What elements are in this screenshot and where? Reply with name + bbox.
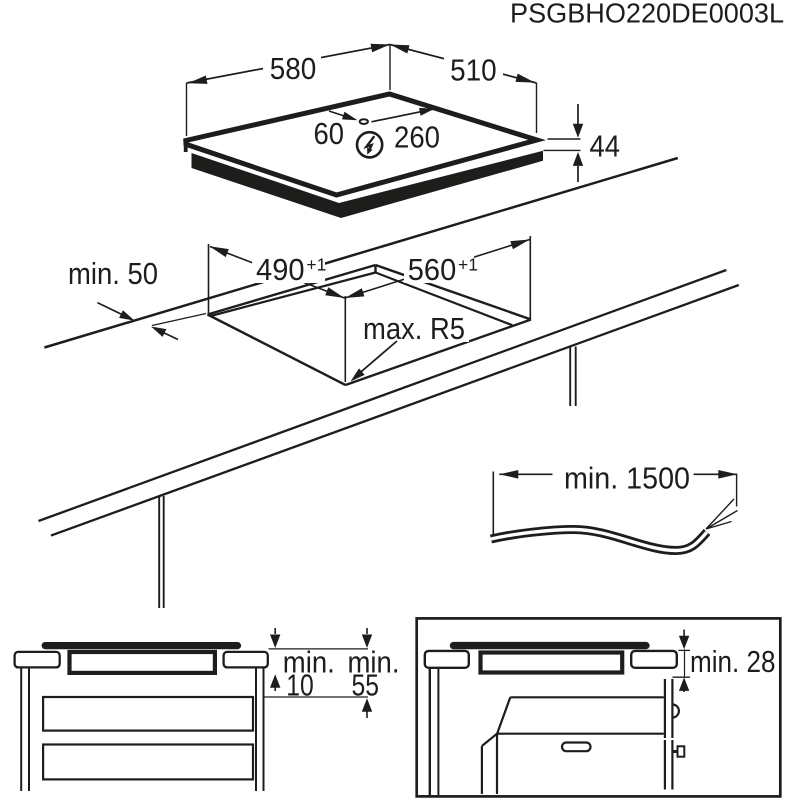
svg-text:10: 10 (286, 668, 314, 703)
svg-text:60: 60 (314, 116, 345, 151)
svg-text:min. 28: min. 28 (690, 644, 776, 679)
svg-text:490: 490 (256, 252, 305, 287)
svg-text:max. R5: max. R5 (363, 311, 465, 346)
svg-text:+1: +1 (458, 254, 478, 274)
svg-text:min.: min. (348, 645, 400, 680)
svg-text:260: 260 (394, 120, 440, 155)
svg-text:min.: min. (283, 645, 335, 680)
svg-text:+1: +1 (306, 254, 326, 274)
svg-text:min. 1500: min. 1500 (564, 461, 690, 496)
svg-text:560: 560 (408, 252, 457, 287)
svg-text:min. 50: min. 50 (68, 256, 158, 291)
svg-text:PSGBHO220DE0003L: PSGBHO220DE0003L (510, 0, 784, 29)
svg-text:44: 44 (590, 129, 621, 164)
svg-text:55: 55 (351, 668, 379, 703)
svg-text:510: 510 (450, 53, 497, 88)
svg-text:580: 580 (270, 51, 317, 86)
